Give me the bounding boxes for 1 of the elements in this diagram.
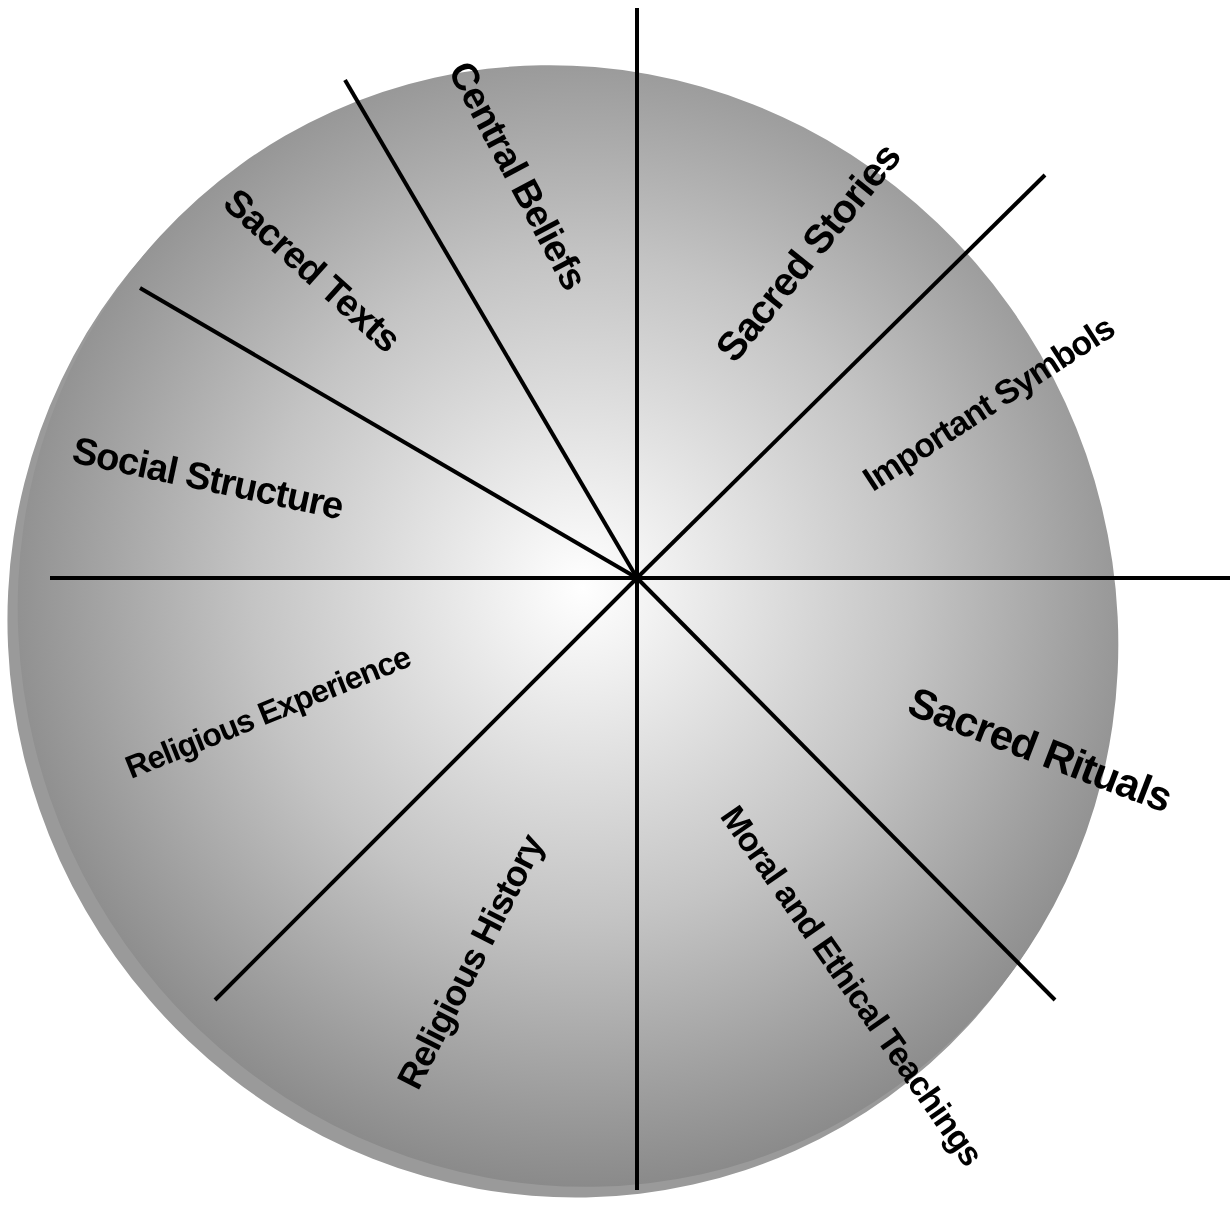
sector-label: Social Structure xyxy=(68,428,347,528)
